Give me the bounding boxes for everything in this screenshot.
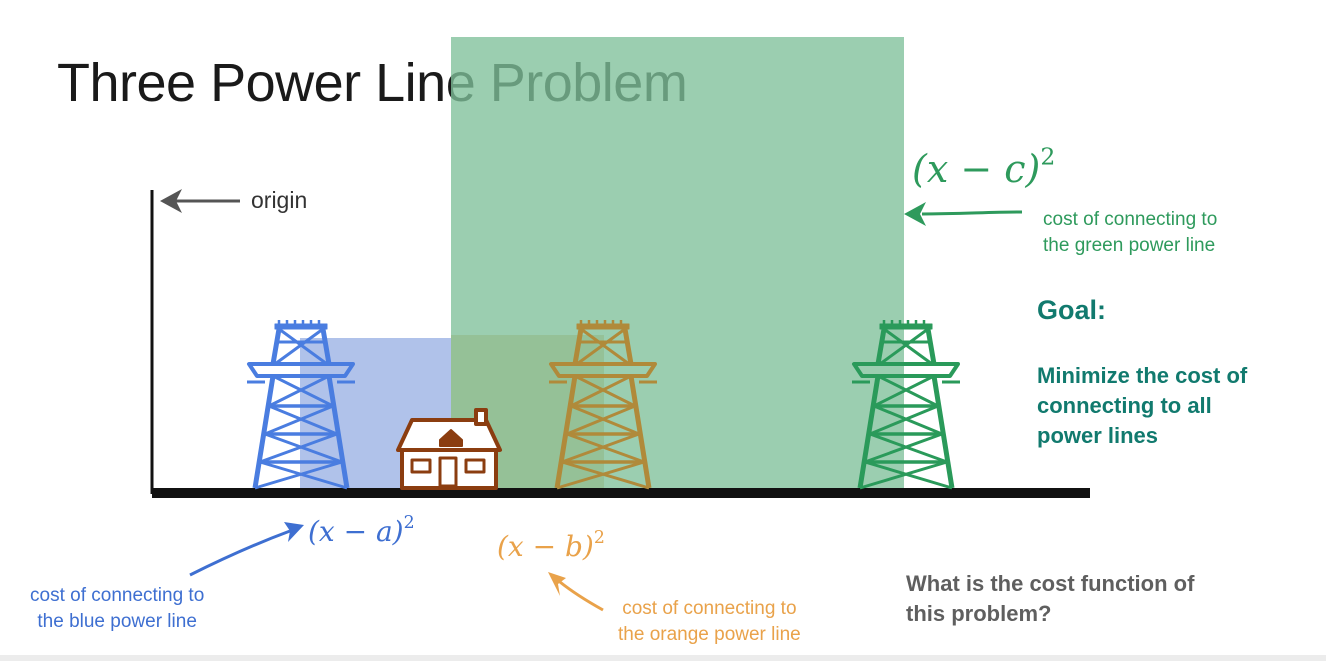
green-caption: cost of connecting to the green power li…	[1043, 207, 1217, 259]
goal-heading: Goal:	[1037, 295, 1107, 325]
green-caption-line2: the green power line	[1043, 235, 1216, 256]
green-cost-square	[451, 37, 904, 490]
question-text: What is the cost function of this proble…	[906, 569, 1194, 629]
goal-description: Minimize the cost of connecting to all p…	[1037, 361, 1247, 451]
blue-caption-line2: the blue power line	[37, 611, 197, 632]
green-formula-exponent: 2	[1040, 142, 1056, 171]
orange-caption-line2: the orange power line	[618, 624, 801, 645]
orange-cost-formula: (x − b)2	[497, 529, 605, 563]
green-cost-formula: (x − c)2	[912, 145, 1055, 191]
goal-line2: connecting to all	[1037, 393, 1212, 418]
blue-formula-text: (x − a)	[308, 515, 404, 548]
blue-caption: cost of connecting to the blue power lin…	[30, 583, 204, 635]
blue-formula-exponent: 2	[403, 512, 415, 533]
green-arrow	[904, 202, 1023, 226]
goal-line1: Minimize the cost of	[1037, 363, 1248, 388]
orange-formula-exponent: 2	[593, 527, 605, 548]
origin-label: origin	[251, 187, 308, 213]
blue-arrow	[189, 522, 304, 577]
blue-caption-line1: cost of connecting to	[30, 585, 205, 606]
orange-formula-text: (x − b)	[497, 530, 594, 563]
goal-line3: power lines	[1037, 423, 1159, 448]
question-line2: this problem?	[906, 601, 1052, 626]
orange-caption-line1: cost of connecting to	[622, 598, 797, 619]
house-icon	[396, 408, 502, 490]
origin-arrow	[160, 189, 240, 213]
x-axis	[152, 488, 1090, 498]
green-formula-text: (x − c)	[912, 147, 1041, 191]
bottom-strip	[0, 655, 1326, 661]
blue-cost-formula: (x − a)2	[308, 514, 415, 548]
green-caption-line1: cost of connecting to	[1043, 209, 1218, 230]
orange-caption: cost of connecting to the orange power l…	[618, 596, 801, 648]
orange-arrow	[548, 572, 604, 612]
question-line1: What is the cost function of	[906, 571, 1195, 596]
